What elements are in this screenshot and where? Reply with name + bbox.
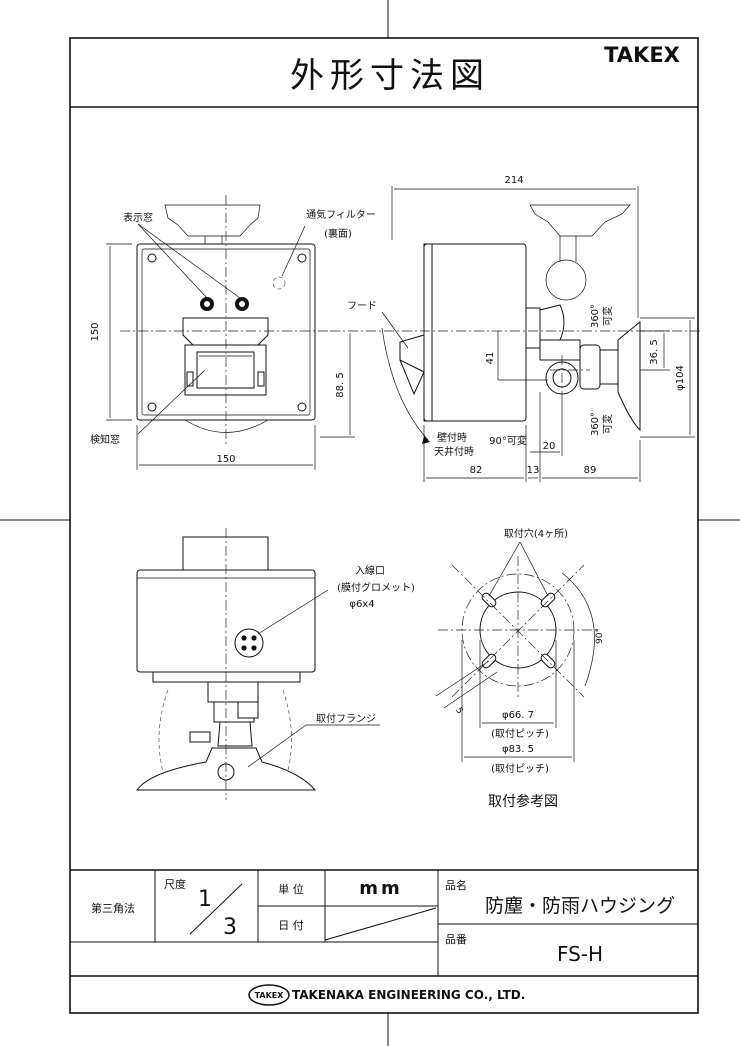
product-code: FS-H [557, 942, 603, 966]
label-display-window: 表示窓 [123, 211, 153, 224]
dim-90-deg: 90° [595, 628, 605, 644]
dim-phi66-7: φ66. 7 [502, 710, 534, 721]
dim-phi104: φ104 [675, 365, 686, 391]
dim-height-150: 150 [90, 322, 101, 341]
company-name: TAKENAKA ENGINEERING CO., LTD. [292, 988, 525, 1002]
front-view [106, 195, 355, 470]
mount-reference-view [435, 541, 600, 762]
label-hood: フード [347, 301, 377, 312]
label-detection-window: 検知窓 [90, 433, 120, 446]
label-mounting-flange: 取付フランジ [316, 712, 376, 725]
scale-denominator: 3 [223, 915, 237, 940]
label-grommet: (膜付グロメット) [337, 581, 415, 594]
label-ceiling-mount: 天井付時 [434, 445, 474, 458]
dim-13: 13 [527, 465, 540, 476]
company-logo: TAKEX [248, 984, 290, 1006]
date-label: 日 付 [278, 919, 304, 932]
product-code-label: 品番 [445, 933, 467, 946]
label-vent-filter-note: (裏面) [324, 227, 352, 240]
label-vent-filter: 通気フィルター [306, 208, 376, 221]
rot-bottom-deg: 360° [590, 412, 601, 436]
sheet-title: 外形寸法図 [290, 56, 490, 96]
brand-logo: TAKEX [604, 43, 680, 67]
cable-inlet [234, 628, 264, 658]
dim-phi83-5: φ83. 5 [502, 744, 534, 755]
dim-total-214: 214 [504, 175, 523, 186]
label-cable-inlet: 入線口 [355, 564, 385, 577]
rot-top-label: 可変 [601, 306, 614, 326]
label-pitch-2: (取付ピッチ) [491, 762, 549, 775]
mount-reference-caption: 取付参考図 [488, 793, 558, 810]
dim-41: 41 [485, 352, 496, 365]
title-block [70, 869, 698, 977]
dim-89: 89 [584, 465, 597, 476]
bottom-view [136, 528, 380, 800]
label-inlet-size: φ6x4 [349, 599, 374, 610]
unit-value: mm [359, 878, 403, 899]
dim-20: 20 [543, 441, 556, 452]
label-pitch-1: (取付ピッチ) [491, 727, 549, 740]
label-wall-mount: 壁付時 [437, 431, 467, 444]
dim-center-88-5: 88. 5 [335, 372, 346, 397]
svg-text:TAKEX: TAKEX [255, 991, 285, 1000]
dim-width-150: 150 [216, 454, 235, 465]
label-mount-holes: 取付穴(4ヶ所) [504, 527, 568, 540]
sheet-frame [69, 37, 699, 1014]
dim-36-5: 36. 5 [649, 339, 660, 364]
side-view [330, 186, 700, 482]
projection-method: 第三角法 [91, 901, 135, 915]
product-name: 防塵・防雨ハウジング [485, 895, 675, 917]
scale-numerator: 1 [198, 887, 212, 912]
dim-5: 5 [453, 706, 465, 716]
dim-82: 82 [470, 465, 483, 476]
scale-label: 尺度 [164, 877, 186, 891]
product-name-label: 品名 [445, 878, 467, 892]
rot-bottom-label: 可変 [601, 414, 614, 434]
label-90-variable: 90°可変 [489, 434, 527, 447]
rot-top-deg: 360° [590, 304, 601, 328]
unit-label: 単 位 [278, 882, 304, 896]
